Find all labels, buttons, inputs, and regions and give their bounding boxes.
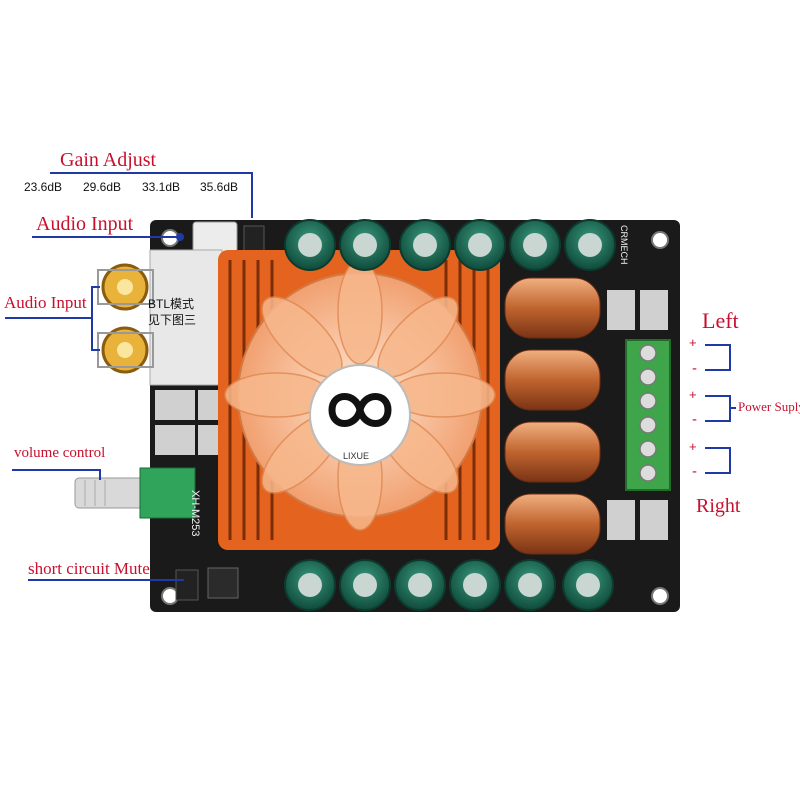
silk-brand-text: CRMECH bbox=[619, 225, 629, 265]
audio-input-top-label: Audio Input bbox=[36, 213, 134, 235]
film-cap-3 bbox=[155, 425, 195, 455]
film-cap-right-1 bbox=[607, 290, 635, 330]
leader-lines bbox=[5, 172, 736, 581]
capacitors-bottom bbox=[284, 559, 614, 611]
power-plus-sign: + bbox=[689, 387, 697, 402]
mute-header bbox=[175, 569, 199, 601]
short-circuit-mute-label: short circuit Mute bbox=[28, 559, 150, 578]
rca-jack-body bbox=[149, 249, 223, 386]
inductor-small bbox=[207, 567, 239, 599]
right-channel-label: Right bbox=[696, 495, 741, 517]
rca-jack-bottom-center bbox=[117, 342, 133, 358]
fan-brand-text: LIXUE bbox=[343, 451, 370, 461]
gain-value-4: 35.6dB bbox=[200, 180, 239, 194]
power-minus-sign: - bbox=[692, 411, 697, 428]
rca-jack-top-center bbox=[117, 279, 133, 295]
gain-value-1: 23.6dB bbox=[24, 180, 63, 194]
gain-value-2: 29.6dB bbox=[83, 180, 122, 194]
right-plus-sign: + bbox=[689, 439, 697, 454]
audio-input-left-label: Audio Input bbox=[4, 293, 87, 312]
mount-hole-br bbox=[651, 587, 669, 605]
input-header bbox=[192, 221, 238, 253]
left-minus-sign: - bbox=[692, 360, 697, 377]
silk-model-text: XH-M253 bbox=[189, 490, 201, 537]
right-minus-sign: - bbox=[692, 463, 697, 480]
silk-btl-mode: BTL模式 bbox=[148, 297, 195, 311]
gain-value-3: 33.1dB bbox=[142, 180, 181, 194]
capacitors-top bbox=[284, 219, 616, 271]
pot-body bbox=[139, 467, 196, 519]
mount-hole-tr bbox=[651, 231, 669, 249]
power-supply-label: Power Suply bbox=[738, 399, 800, 414]
volume-control-label: volume control bbox=[14, 445, 106, 461]
film-cap-1 bbox=[155, 390, 195, 420]
audio-input-pointer-dot bbox=[176, 233, 184, 241]
left-channel-label: Left bbox=[702, 308, 739, 333]
fan-logo-infinity-icon bbox=[328, 393, 392, 427]
terminal-screws bbox=[639, 344, 657, 482]
film-cap-right-2 bbox=[640, 290, 668, 330]
film-cap-right-3 bbox=[607, 500, 635, 540]
left-plus-sign: + bbox=[689, 335, 697, 350]
silk-see-below: 见下图三 bbox=[148, 313, 197, 327]
gain-adjust-label: Gain Adjust bbox=[60, 149, 157, 171]
inductors bbox=[504, 277, 601, 555]
film-cap-right-4 bbox=[640, 500, 668, 540]
